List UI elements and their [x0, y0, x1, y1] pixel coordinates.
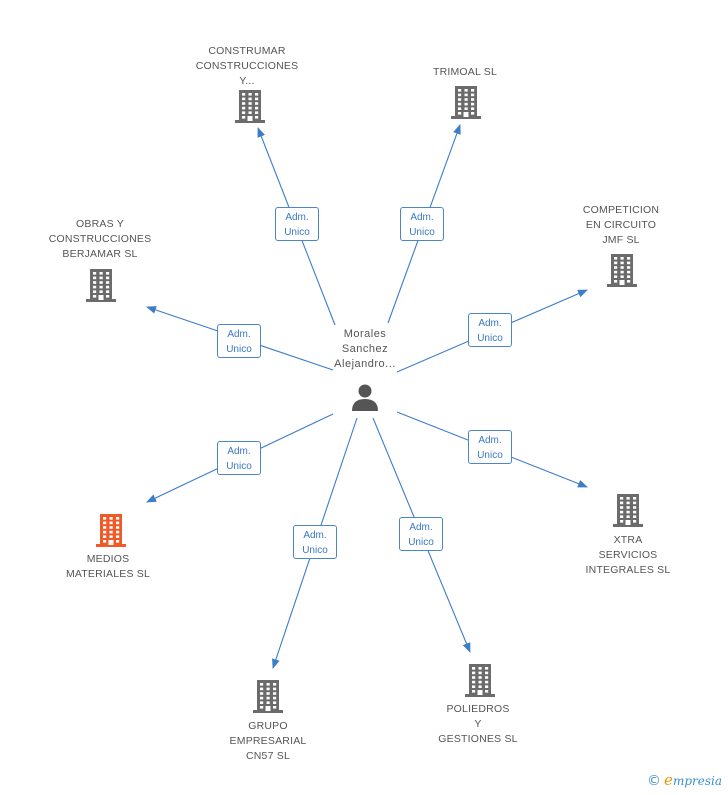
footer-credit: ©empresia — [647, 771, 722, 789]
company-label-line: CN57 SL — [245, 750, 290, 762]
company-label-line: MATERIALES SL — [65, 568, 151, 580]
company-label-xtra[interactable]: XTRA SERVICIOS INTEGRALES SL — [573, 533, 683, 578]
building-icon-poliedros[interactable] — [465, 664, 495, 697]
company-label-line: BERJAMAR SL — [62, 248, 138, 260]
company-label-line: CONSTRUMAR — [208, 45, 286, 57]
company-label-line: GESTIONES SL — [438, 733, 518, 745]
relation-line-1: Adm. — [227, 446, 251, 457]
relation-line-2: Unico — [408, 537, 434, 548]
company-label-trimoal[interactable]: TRIMOAL SL — [415, 65, 515, 80]
building-icon-construmar[interactable] — [235, 90, 265, 123]
company-label-line: TRIMOAL SL — [432, 66, 498, 78]
relation-badge-construmar[interactable]: Adm. Unico — [275, 207, 319, 241]
icons-layer — [86, 86, 643, 713]
relation-line-2: Unico — [226, 461, 252, 472]
center-name-line-3: Alejandro... — [334, 358, 396, 370]
building-icon-competicion[interactable] — [607, 254, 637, 287]
relation-line-1: Adm. — [303, 530, 327, 541]
relation-badge-poliedros[interactable]: Adm. Unico — [399, 517, 443, 551]
company-label-line: OBRAS Y — [76, 218, 124, 230]
company-label-poliedros[interactable]: POLIEDROS Y GESTIONES SL — [423, 702, 533, 747]
relation-line-1: Adm. — [410, 212, 434, 223]
relation-line-1: Adm. — [227, 329, 251, 340]
company-label-line: CONSTRUCCIONES — [195, 60, 299, 72]
building-icon-medios[interactable] — [96, 514, 126, 547]
relation-line-1: Adm. — [285, 212, 309, 223]
relation-line-2: Unico — [284, 227, 310, 238]
center-person-label[interactable]: Morales Sanchez Alejandro... — [320, 327, 410, 372]
relation-line-2: Unico — [302, 545, 328, 556]
relation-badge-trimoal[interactable]: Adm. Unico — [400, 207, 444, 241]
company-label-line: SERVICIOS — [598, 549, 658, 561]
company-label-medios[interactable]: MEDIOS MATERIALES SL — [48, 552, 168, 582]
relation-badge-medios[interactable]: Adm. Unico — [217, 441, 261, 475]
building-icon-xtra[interactable] — [613, 494, 643, 527]
relation-line-2: Unico — [477, 333, 503, 344]
relation-line-2: Unico — [409, 227, 435, 238]
relation-badge-xtra[interactable]: Adm. Unico — [468, 430, 512, 464]
relation-line-2: Unico — [226, 344, 252, 355]
company-label-grupo[interactable]: GRUPO EMPRESARIAL CN57 SL — [213, 719, 323, 764]
brand-logo-text: mpresia — [672, 774, 722, 788]
building-icon-trimoal[interactable] — [451, 86, 481, 119]
relation-line-1: Adm. — [409, 522, 433, 533]
relation-badge-competicion[interactable]: Adm. Unico — [468, 313, 512, 347]
building-icon-obras[interactable] — [86, 269, 116, 302]
company-label-line: JMF SL — [602, 234, 640, 246]
building-icon-grupo[interactable] — [253, 680, 283, 713]
center-name-line-2: Sanchez — [341, 343, 389, 355]
brand-logo-initial: e — [664, 771, 673, 789]
company-label-line: EMPRESARIAL — [229, 735, 307, 747]
copyright-symbol: © — [647, 773, 662, 789]
company-label-line: Y... — [239, 75, 255, 87]
company-label-line: COMPETICION — [582, 204, 660, 216]
company-label-construmar[interactable]: CONSTRUMAR CONSTRUCCIONES Y... — [182, 44, 312, 89]
company-label-line: INTEGRALES SL — [585, 564, 671, 576]
company-label-line: Y — [474, 718, 482, 730]
person-icon[interactable] — [352, 384, 378, 412]
relation-line-1: Adm. — [478, 318, 502, 329]
relation-line-1: Adm. — [478, 435, 502, 446]
relation-badge-grupo[interactable]: Adm. Unico — [293, 525, 337, 559]
company-label-line: MEDIOS — [86, 553, 130, 565]
company-label-line: GRUPO — [248, 720, 288, 732]
relation-line-2: Unico — [477, 450, 503, 461]
company-label-line: XTRA — [613, 534, 643, 546]
company-label-line: EN CIRCUITO — [585, 219, 657, 231]
company-label-line: CONSTRUCCIONES — [48, 233, 152, 245]
relation-badge-obras[interactable]: Adm. Unico — [217, 324, 261, 358]
company-label-competicion[interactable]: COMPETICION EN CIRCUITO JMF SL — [566, 203, 676, 248]
company-label-line: POLIEDROS — [446, 703, 510, 715]
company-label-obras[interactable]: OBRAS Y CONSTRUCCIONES BERJAMAR SL — [40, 217, 160, 262]
center-name-line-1: Morales — [343, 328, 387, 340]
